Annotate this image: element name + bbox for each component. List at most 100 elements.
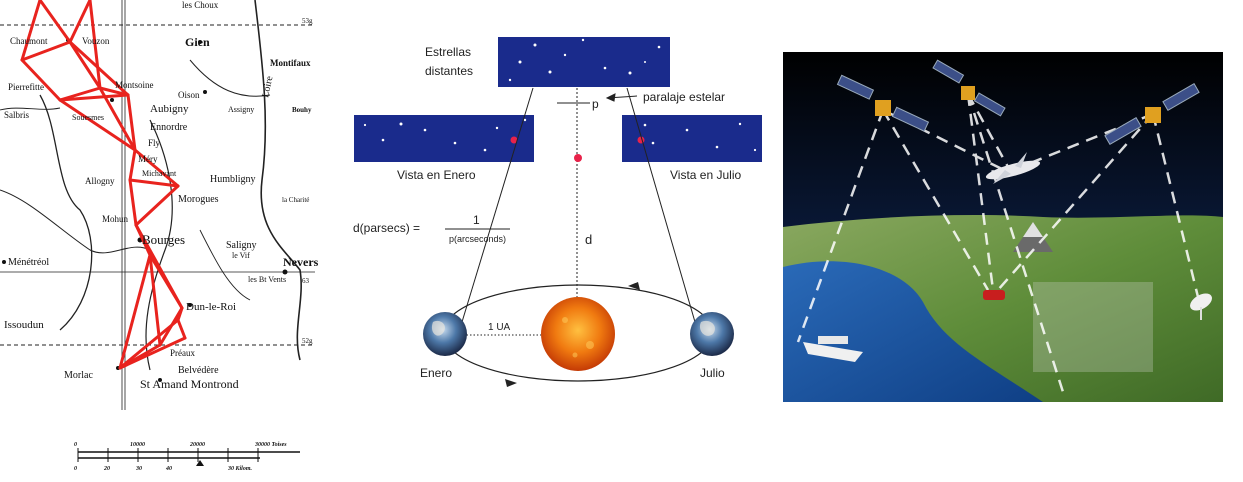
triangulation-line (20, 58, 62, 102)
triangulation-network (20, 0, 187, 370)
january-view-box (354, 115, 534, 162)
label-vouzon: Vouzon (82, 36, 110, 46)
label-saligny: Saligny (226, 240, 257, 251)
d-label: d (585, 232, 592, 247)
triangulation-line (118, 336, 187, 370)
label-fly: Fly (148, 138, 161, 148)
label-elev: 63 (302, 277, 310, 285)
scale-bottom-30: 30 (135, 466, 142, 472)
label-bouhy: Bouhy (292, 106, 312, 114)
p-label: p (592, 97, 599, 111)
gps-svg (783, 52, 1223, 402)
january-label: Enero (420, 366, 452, 380)
label-humbligny: Humbligny (210, 174, 256, 185)
triangulation-line (148, 253, 162, 347)
triangulation-line (126, 93, 137, 152)
distant-stars-line2: distantes (425, 64, 473, 78)
label-montifaux: Montifaux (270, 58, 311, 68)
label-issoudun: Issoudun (4, 319, 44, 331)
label-menetreol: Ménétréol (8, 257, 49, 268)
place-labels: les Choux Gien 53g Chaumont Vouzon Monti… (4, 0, 319, 391)
label-chaumont: Chaumont (10, 36, 48, 46)
january-red-star (510, 136, 518, 144)
label-allogny: Allogny (85, 176, 115, 186)
gps-city (1033, 282, 1153, 372)
label-nevers: Nevers (283, 255, 319, 269)
scale-top-20000: 20000 (189, 442, 205, 448)
triangulation-line (176, 318, 187, 340)
triangulation-line (58, 93, 130, 102)
scale-top-0: 0 (74, 442, 77, 448)
label-montsoine: Montsoine (115, 80, 154, 90)
triangulation-line (128, 178, 180, 188)
parallax-red-star (574, 154, 582, 162)
label-la-charite: la Charité (282, 196, 309, 204)
label-mohun: Mohun (102, 214, 129, 224)
triangulation-line (20, 40, 72, 62)
formula-denominator: p(arcseconds) (449, 234, 506, 244)
triangulation-line (88, 0, 102, 90)
triangulation-line (133, 148, 180, 188)
scale-bottom-20: 20 (103, 466, 110, 472)
label-st-amand: St Amand Montrond (140, 377, 239, 391)
gps-satellite-illustration (783, 52, 1223, 402)
triangulation-line (128, 148, 137, 182)
label-preaux: Préaux (170, 348, 195, 358)
airplane (985, 152, 1041, 184)
scale-bottom-kilom: 30 Kilom. (227, 466, 253, 472)
label-les-bt-vents: les Bt Vents (248, 275, 286, 284)
triangulation-line (68, 0, 92, 44)
triangulation-line (38, 0, 72, 44)
ship (803, 336, 863, 362)
label-ennordre: Ennordre (150, 122, 188, 133)
label-assigny: Assigny (228, 105, 254, 114)
label-morlac: Morlac (64, 370, 93, 381)
triangulation-map: les Choux Gien 53g Chaumont Vouzon Monti… (0, 0, 330, 478)
triangulation-line (134, 223, 184, 310)
satellite-left (836, 74, 930, 132)
triangulation-line (20, 0, 42, 62)
label-les-choux: les Choux (182, 0, 219, 10)
gps-sea (783, 261, 1043, 402)
triangulation-line (118, 318, 180, 370)
label-souesmes: Souesmes (72, 113, 104, 122)
scale-top-30000: 30000 Toises (254, 442, 287, 448)
scale-bottom-0: 0 (74, 466, 77, 472)
satellite-right (1104, 82, 1200, 146)
formula-left: d(parsecs) = (353, 221, 420, 235)
formula-numerator: 1 (473, 213, 480, 227)
orbit-arrow-bottom (505, 379, 517, 387)
distant-stars (508, 38, 661, 82)
distant-stars-line1: Estrellas (425, 45, 471, 59)
car (983, 290, 1005, 300)
label-michavant: Michavant (142, 169, 177, 178)
triangulation-line (176, 306, 184, 322)
label-mery: Méry (138, 154, 158, 164)
label-oison: Oison (178, 90, 200, 100)
january-view-stars (363, 118, 527, 152)
sight-lines (461, 87, 696, 323)
triangulation-line (58, 98, 137, 152)
map-scale-bar: 0 10000 20000 30000 Toises 0 20 30 40 30… (74, 442, 300, 472)
label-belvedere: Belvédère (178, 365, 219, 376)
triangulation-line (134, 184, 180, 227)
parallax-svg: Estrellas distantes Vista en Enero Vista… (353, 37, 762, 387)
label-lat-top: 53g (302, 17, 313, 25)
view-july-label: Vista en Julio (670, 168, 741, 182)
july-view-stars (643, 122, 757, 152)
map-svg: les Choux Gien 53g Chaumont Vouzon Monti… (0, 0, 319, 472)
july-label: Julio (700, 366, 725, 380)
stellar-parallax-diagram: Estrellas distantes Vista en Enero Vista… (345, 0, 765, 478)
triangulation-line (118, 253, 152, 370)
triangulation-line (68, 40, 102, 90)
orbit-arrow-top (628, 282, 640, 290)
label-loire: Loire (260, 75, 275, 99)
label-le-vif: le Vif (232, 251, 250, 260)
map-linework (0, 0, 315, 410)
triangulation-line (58, 86, 102, 102)
parallax-label: paralaje estelar (643, 90, 725, 104)
label-dun-le-roi: Dun-le-Roi (186, 301, 236, 313)
label-bourges: Bourges (142, 232, 185, 247)
earth-january (423, 312, 467, 356)
au-label: 1 UA (488, 322, 511, 333)
